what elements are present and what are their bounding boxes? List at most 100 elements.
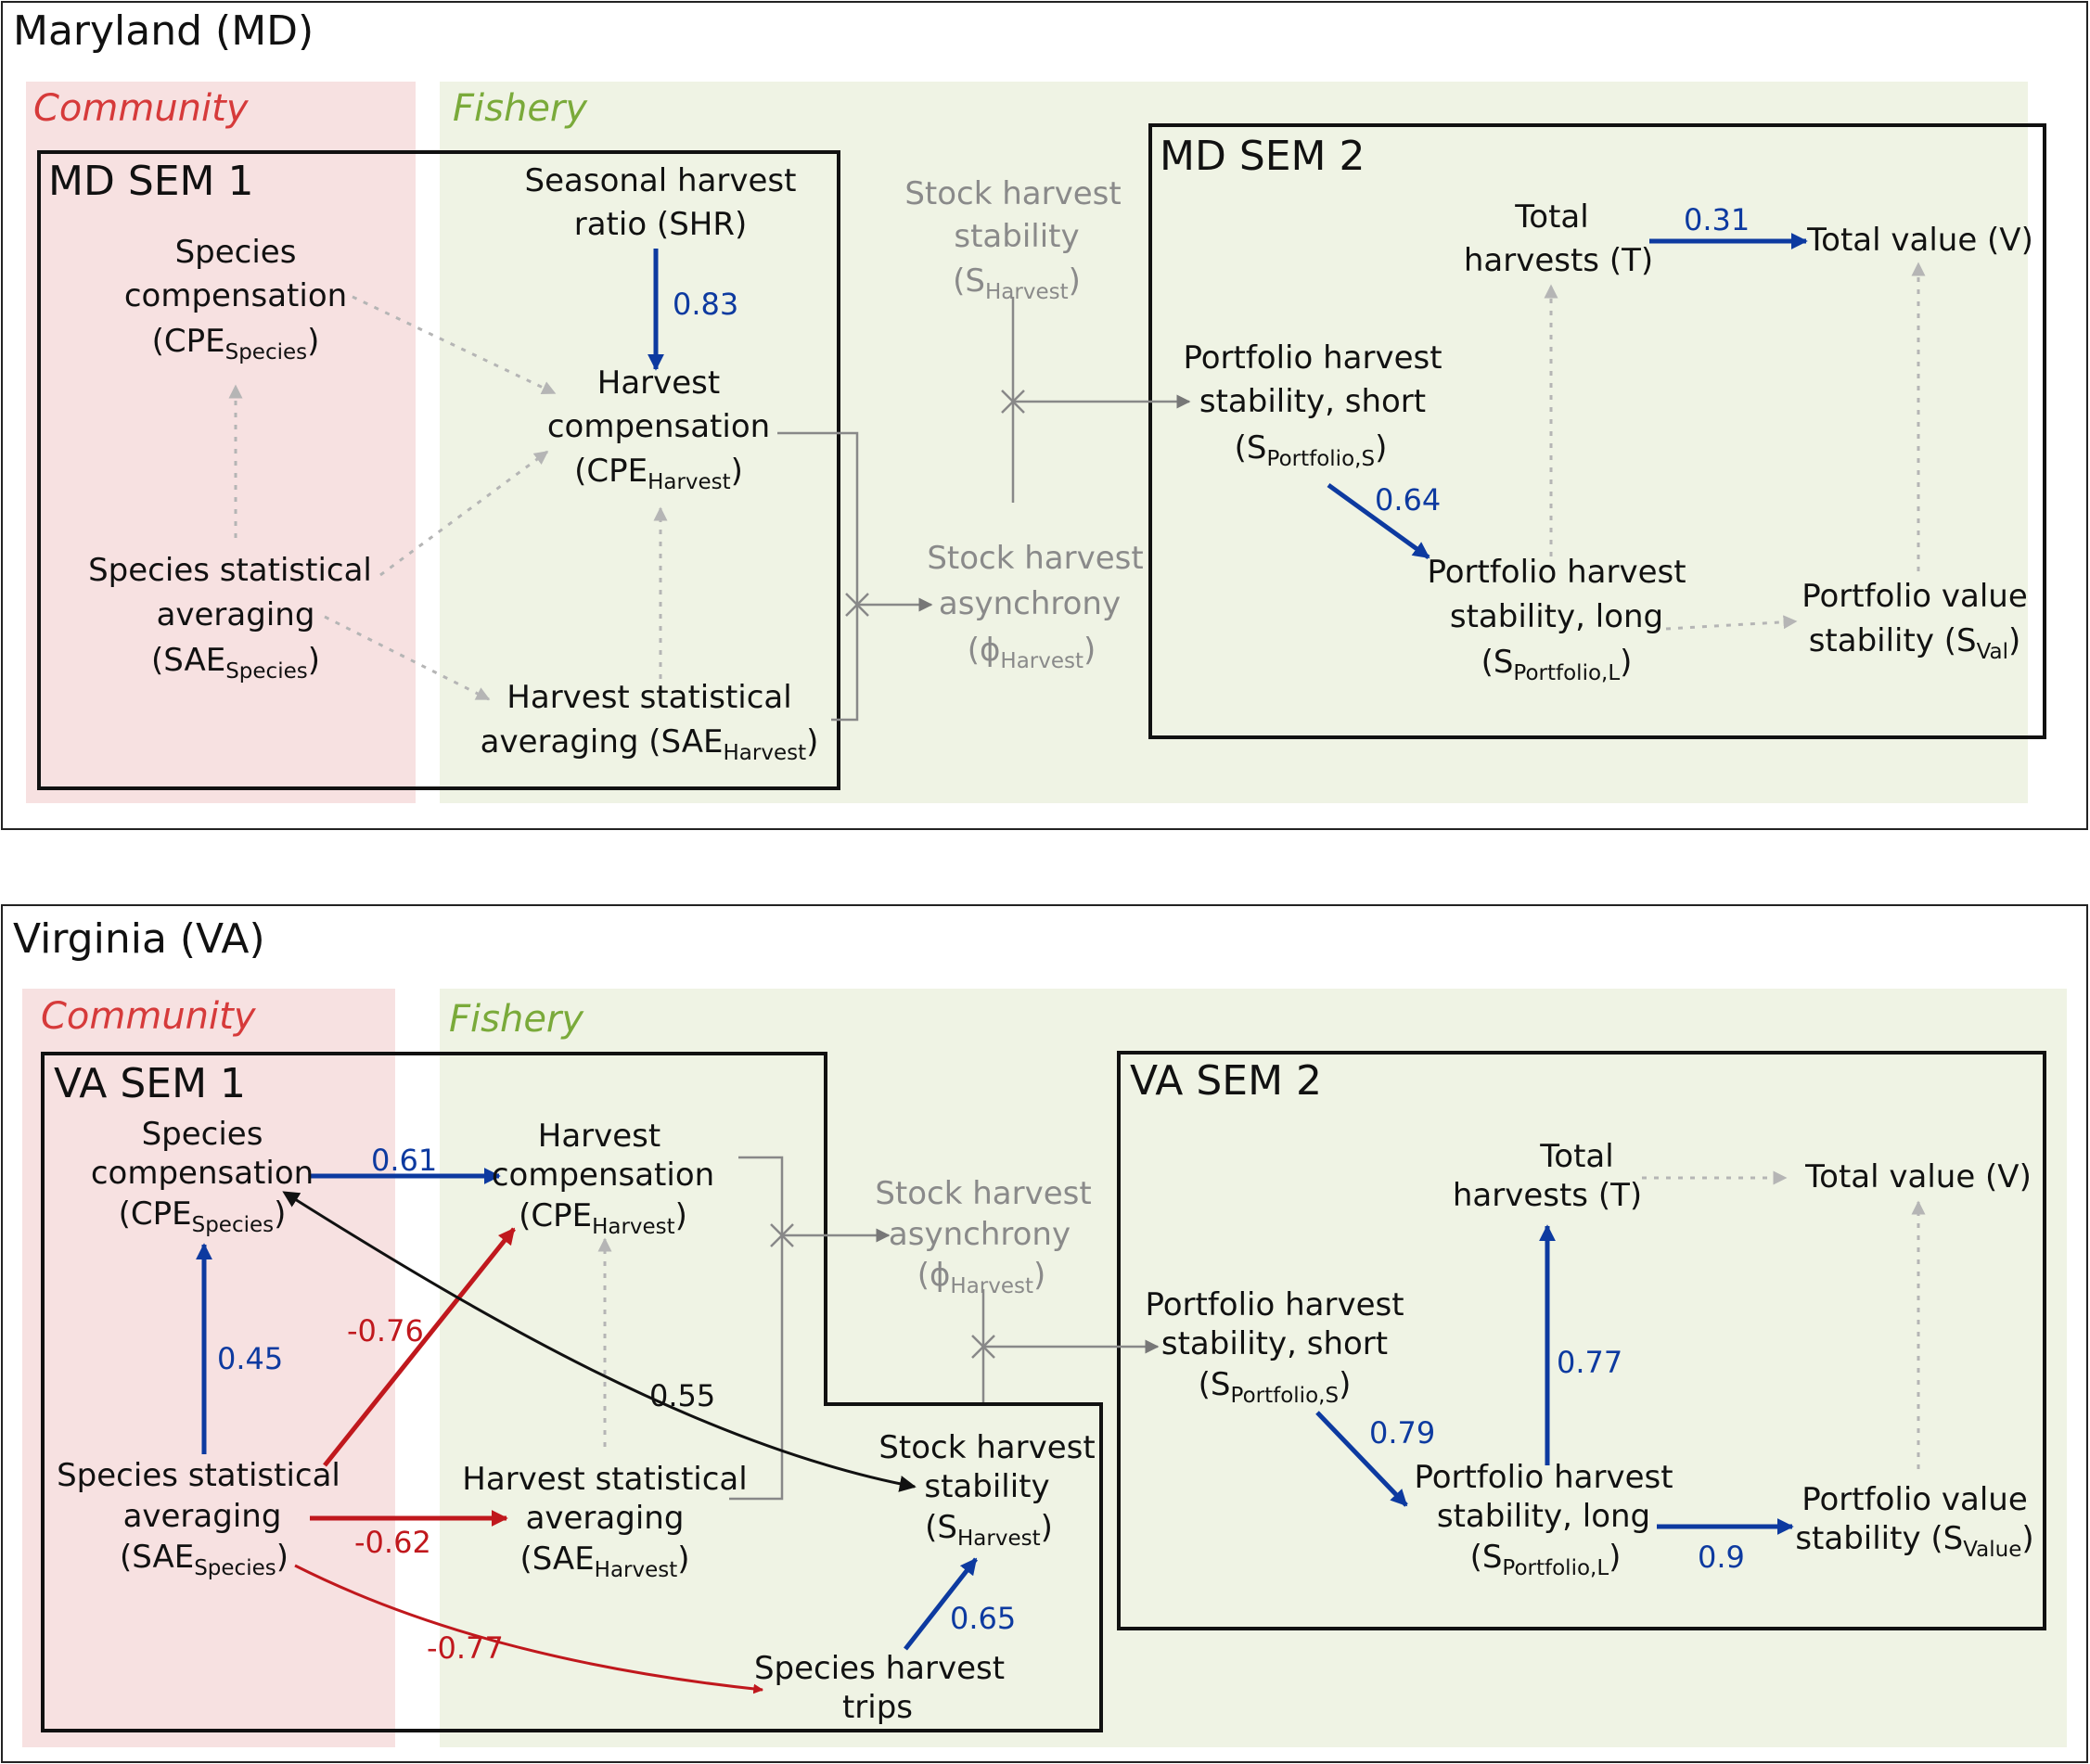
svg-text:Total: Total	[1539, 1138, 1613, 1175]
svg-text:Stock harvest: Stock harvest	[875, 1175, 1091, 1212]
svg-text:Stock harvest: Stock harvest	[904, 175, 1121, 212]
svg-text:compensation: compensation	[492, 1157, 714, 1194]
svg-text:asynchrony: asynchrony	[939, 585, 1121, 622]
sem1-label: VA SEM 1	[54, 1060, 246, 1107]
svg-text:Portfolio value: Portfolio value	[1802, 578, 2028, 615]
coef-t-v: 0.31	[1684, 202, 1750, 237]
node-stock-harvest-stability: Stock harvest stability (SHarvest)	[878, 1429, 1095, 1551]
panel-title: Maryland (MD)	[13, 7, 314, 55]
interaction-connectors	[777, 297, 1191, 722]
svg-text:(CPEHarvest): (CPEHarvest)	[574, 453, 743, 494]
svg-text:(ϕHarvest): (ϕHarvest)	[968, 632, 1096, 673]
svg-text:(CPEHarvest): (CPEHarvest)	[519, 1197, 687, 1239]
path-sht-shs	[904, 1557, 978, 1651]
coef-cpes-shs: 0.55	[649, 1378, 715, 1413]
coef-phs-phl: 0.79	[1369, 1415, 1435, 1451]
node-sae-species: Species statistical averaging (SAESpecie…	[57, 1457, 340, 1580]
panel-title: Virginia (VA)	[13, 915, 265, 963]
node-sae-species: Species statistical averaging (SAESpecie…	[88, 552, 372, 684]
svg-text:Portfolio value: Portfolio value	[1802, 1481, 2028, 1518]
svg-text:Species: Species	[142, 1116, 263, 1153]
node-total-harvests: Total harvests (T)	[1464, 198, 1653, 279]
svg-text:Species: Species	[175, 234, 297, 271]
svg-text:Harvest statistical: Harvest statistical	[462, 1461, 747, 1498]
svg-text:stability, short: stability, short	[1199, 383, 1426, 420]
coef-shr-cpeh: 0.83	[673, 287, 738, 322]
svg-text:Portfolio harvest: Portfolio harvest	[1427, 554, 1686, 591]
svg-text:Portfolio harvest: Portfolio harvest	[1414, 1459, 1673, 1496]
svg-text:Stock harvest: Stock harvest	[927, 540, 1143, 577]
svg-text:Portfolio harvest: Portfolio harvest	[1145, 1286, 1404, 1323]
svg-text:(SHarvest): (SHarvest)	[925, 1509, 1053, 1551]
node-sae-harvest: Harvest statistical averaging (SAEHarves…	[481, 679, 819, 765]
path-cpes-shs	[282, 1191, 917, 1492]
community-region	[26, 82, 416, 803]
path-saes-sht	[294, 1564, 764, 1694]
svg-text:stability, short: stability, short	[1161, 1325, 1388, 1362]
svg-text:Seasonal harvest: Seasonal harvest	[525, 162, 797, 199]
coef-phl-t: 0.77	[1557, 1345, 1622, 1380]
sem1-label: MD SEM 1	[48, 158, 254, 205]
node-stock-harvest-stability: Stock harvest stability (SHarvest)	[904, 175, 1121, 304]
svg-text:harvests (T): harvests (T)	[1464, 242, 1653, 279]
svg-text:averaging: averaging	[526, 1500, 685, 1537]
node-total-value: Total value (V)	[1804, 1158, 2032, 1195]
svg-text:Harvest: Harvest	[538, 1118, 660, 1155]
svg-text:Total: Total	[1514, 198, 1588, 236]
node-stock-harvest-asynchrony: Stock harvest asynchrony (ϕHarvest)	[875, 1175, 1091, 1298]
svg-text:stability (SValue): stability (SValue)	[1795, 1520, 2033, 1562]
node-shr: Seasonal harvest ratio (SHR)	[525, 162, 797, 243]
node-portfolio-value-stability: Portfolio value stability (SVal)	[1802, 578, 2028, 664]
fishery-label: Fishery	[449, 998, 584, 1041]
node-portfolio-value-stability: Portfolio value stability (SValue)	[1795, 1481, 2033, 1562]
sem2-box	[1148, 123, 2046, 739]
svg-text:(SPortfolio,L): (SPortfolio,L)	[1470, 1539, 1622, 1580]
node-portfolio-harvest-long: Portfolio harvest stability, long (SPort…	[1414, 1459, 1673, 1580]
svg-text:asynchrony: asynchrony	[889, 1216, 1071, 1253]
panel-virginia: Virginia (VA) Community Fishery VA SEM 1…	[1, 904, 2088, 1763]
svg-text:(SHarvest): (SHarvest)	[953, 262, 1081, 304]
svg-text:ratio (SHR): ratio (SHR)	[574, 206, 748, 243]
coef-saes-sht: -0.77	[427, 1630, 504, 1666]
svg-text:stability, long: stability, long	[1437, 1498, 1650, 1535]
sem1-box	[37, 150, 840, 790]
svg-text:Portfolio harvest: Portfolio harvest	[1183, 339, 1442, 377]
coef-saes-cpes: 0.45	[217, 1341, 283, 1376]
coef-phl-pvs: 0.9	[1698, 1540, 1745, 1575]
svg-text:(SAESpecies): (SAESpecies)	[120, 1539, 288, 1580]
svg-text:compensation: compensation	[547, 408, 770, 445]
coef-saes-cpeh: -0.76	[347, 1313, 424, 1349]
svg-text:(ϕHarvest): (ϕHarvest)	[917, 1257, 1046, 1298]
svg-text:compensation: compensation	[91, 1155, 314, 1192]
fishery-region	[440, 82, 2028, 803]
svg-text:(SPortfolio,L): (SPortfolio,L)	[1481, 644, 1633, 685]
interaction-x-icon	[845, 390, 1025, 617]
svg-text:(SAESpecies): (SAESpecies)	[151, 642, 320, 684]
svg-text:(SAEHarvest): (SAEHarvest)	[519, 1540, 689, 1582]
sem2-label: VA SEM 2	[1130, 1057, 1322, 1105]
node-total-value: Total value (V)	[1806, 222, 2033, 259]
path-phs-phl	[1327, 482, 1430, 560]
sem2-box	[1117, 1051, 2046, 1630]
node-cpe-harvest: Harvest compensation (CPEHarvest)	[547, 364, 770, 494]
coef-sht-shs: 0.65	[950, 1601, 1016, 1636]
svg-text:(SPortfolio,S): (SPortfolio,S)	[1235, 429, 1388, 471]
svg-text:Species statistical: Species statistical	[88, 552, 372, 589]
svg-text:Harvest statistical: Harvest statistical	[506, 679, 791, 716]
svg-text:Total value (V): Total value (V)	[1804, 1158, 2032, 1195]
node-portfolio-harvest-long: Portfolio harvest stability, long (SPort…	[1427, 554, 1686, 685]
svg-text:Species harvest: Species harvest	[754, 1650, 1005, 1687]
svg-text:stability, long: stability, long	[1450, 598, 1663, 635]
sem2-label: MD SEM 2	[1160, 133, 1366, 180]
node-portfolio-harvest-short: Portfolio harvest stability, short (SPor…	[1183, 339, 1442, 471]
nonsignificant-paths	[228, 262, 1926, 701]
svg-text:Stock harvest: Stock harvest	[878, 1429, 1095, 1466]
svg-text:averaging (SAEHarvest): averaging (SAEHarvest)	[481, 723, 819, 765]
svg-text:trips: trips	[842, 1689, 913, 1726]
coef-saes-saeh: -0.62	[354, 1525, 431, 1560]
node-portfolio-harvest-short: Portfolio harvest stability, short (SPor…	[1145, 1286, 1404, 1408]
svg-text:stability: stability	[924, 1468, 1049, 1505]
node-cpe-species: Species compensation (CPESpecies)	[124, 234, 347, 364]
svg-text:Species statistical: Species statistical	[57, 1457, 340, 1494]
